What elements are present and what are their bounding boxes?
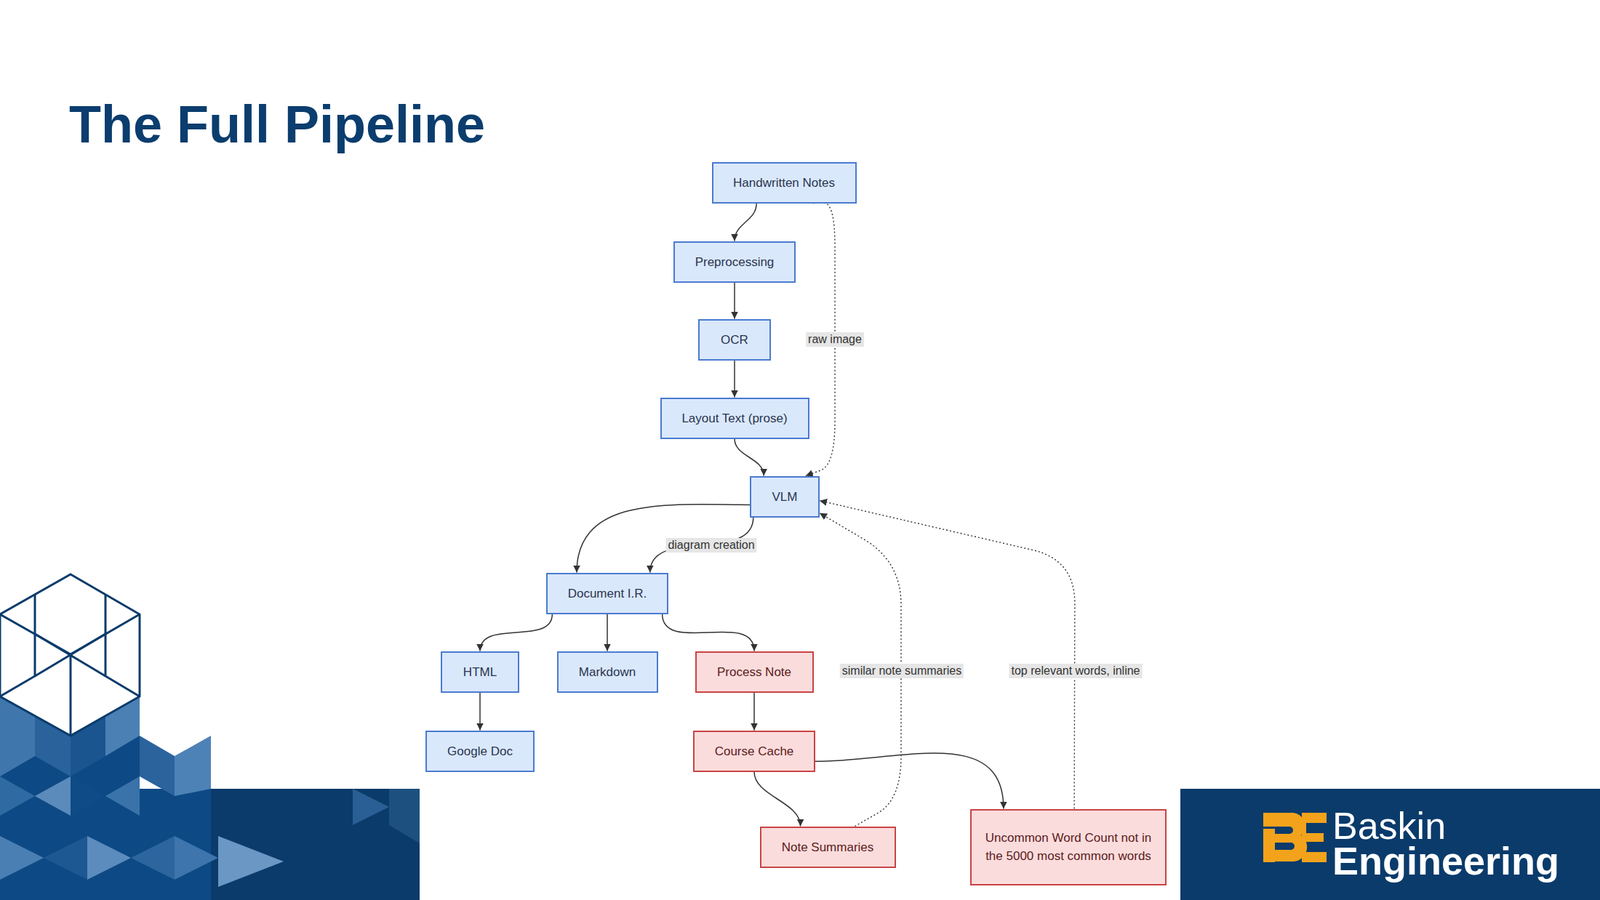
dotted-connector xyxy=(819,501,1075,810)
process-box: Handwritten Notes xyxy=(712,162,857,204)
process-box: OCR xyxy=(698,319,771,361)
box-label: Google Doc xyxy=(447,742,513,761)
box-label: Process Note xyxy=(717,663,792,682)
process-box: Google Doc xyxy=(425,730,535,773)
flow-arrow xyxy=(753,693,755,731)
wireframe-cube xyxy=(0,574,140,736)
process-box: Process Note xyxy=(695,651,814,694)
process-box: Course Cache xyxy=(693,730,816,773)
edge-label: similar note summaries xyxy=(840,664,964,679)
flow-arrow xyxy=(733,360,736,398)
process-box: Note Summaries xyxy=(760,826,896,869)
flow-arrow xyxy=(734,439,764,477)
flow-arrow xyxy=(733,282,736,320)
flow-arrow xyxy=(754,772,801,827)
box-label: Course Cache xyxy=(714,742,795,761)
box-label: Layout Text (prose) xyxy=(681,409,787,428)
bottom-right-band xyxy=(1180,789,1600,900)
box-label: Note Summaries xyxy=(781,838,875,857)
box-label: Markdown xyxy=(578,663,636,682)
logo-wordmark: Baskin xyxy=(1332,807,1446,846)
process-box: Preprocessing xyxy=(673,241,796,283)
process-box: Document I.R. xyxy=(546,573,669,615)
process-box: HTML xyxy=(440,651,520,694)
flow-arrow xyxy=(662,614,755,652)
slide-title: The Full Pipeline xyxy=(69,94,486,155)
bottom-left-band xyxy=(0,696,420,900)
edge-label: raw image xyxy=(805,332,864,347)
flow-arrow xyxy=(479,693,481,731)
process-box: Layout Text (prose) xyxy=(660,397,810,440)
box-label: Preprocessing xyxy=(695,253,775,272)
process-box: Uncommon Word Count not in the 5000 most… xyxy=(970,809,1167,886)
box-label: Document I.R. xyxy=(568,584,648,603)
edge-label: top relevant words, inline xyxy=(1009,664,1143,679)
box-label: HTML xyxy=(463,663,497,682)
logo-wordmark: Engineering xyxy=(1332,841,1560,881)
edge-label: diagram creation xyxy=(665,538,757,553)
box-label: OCR xyxy=(720,330,749,350)
flow-arrow xyxy=(815,753,1004,809)
process-box: VLM xyxy=(749,476,820,518)
flow-arrow xyxy=(606,614,608,652)
box-label: VLM xyxy=(772,488,798,507)
box-label: Uncommon Word Count not in the 5000 most… xyxy=(984,829,1152,866)
logo-mark xyxy=(1263,813,1327,863)
box-label: Handwritten Notes xyxy=(733,173,835,192)
flow-arrow xyxy=(734,203,757,242)
process-box: Markdown xyxy=(557,651,659,694)
flow-arrow xyxy=(480,614,552,652)
